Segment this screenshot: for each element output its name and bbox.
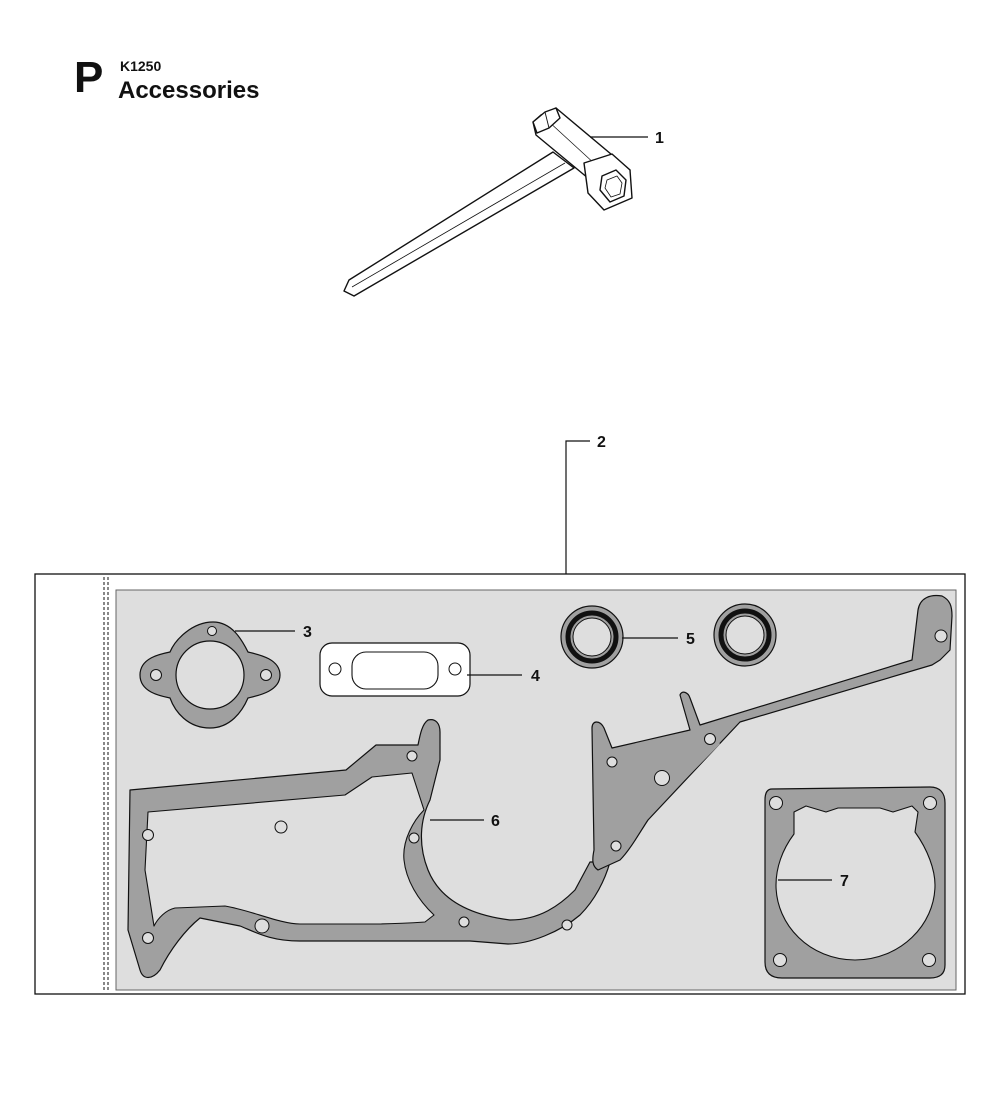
crankcase-gasket-right	[561, 594, 953, 931]
muffler-gasket	[319, 642, 471, 697]
page-title: Accessories	[118, 77, 260, 104]
combination-wrench	[343, 107, 633, 297]
exhaust-gasket	[139, 621, 281, 729]
callout-6: 6	[491, 813, 500, 830]
leader-lines	[235, 136, 832, 881]
model-code: K1250	[120, 58, 162, 74]
callout-7: 7	[840, 873, 849, 890]
callout-4: 4	[531, 668, 540, 685]
sealing-ring-right	[713, 603, 777, 667]
cylinder-gasket	[764, 786, 946, 979]
callout-5: 5	[686, 631, 695, 648]
callout-1: 1	[655, 130, 664, 147]
sealing-ring-left	[560, 605, 624, 669]
callout-2: 2	[597, 434, 606, 451]
section-letter: P	[74, 53, 104, 102]
callout-3: 3	[303, 624, 312, 641]
crankcase-gasket-left	[127, 719, 611, 979]
